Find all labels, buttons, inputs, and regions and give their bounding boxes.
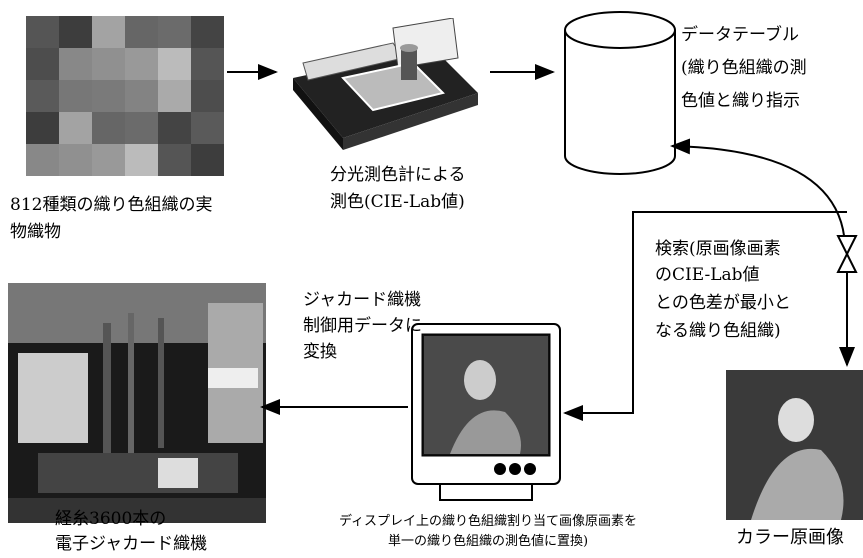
fabric-label-line2: 物織物 [10, 222, 61, 242]
fabric-swatch [125, 16, 159, 49]
fabric-swatch [125, 144, 159, 176]
display-label-line2: 単一の織り色組織の測色値に置換) [387, 534, 589, 549]
fabric-swatch [158, 16, 192, 49]
search-label-line3: との色差が最小と [655, 293, 791, 313]
search-label-line1: 検索(原画像画素 [655, 239, 781, 259]
loom-label-line1: 経糸3600本の [55, 509, 167, 529]
fabric-swatch [158, 112, 192, 145]
original-image-label: カラー原画像 [736, 527, 844, 548]
search-label-line4: なる織り色組織) [655, 321, 781, 341]
fabric-swatch [59, 112, 93, 145]
fabric-swatch [191, 16, 224, 49]
fabric-sample-grid [26, 16, 224, 176]
fabric-swatch [158, 144, 192, 176]
fabric-swatch [26, 144, 60, 176]
display-label-line1: ディスプレイ上の織り色組織割り当て画像原画素を [338, 514, 638, 529]
search-label-line2: のCIE-Lab値 [655, 265, 760, 285]
fabric-swatch [59, 48, 93, 81]
fabric-swatch [92, 112, 126, 145]
table-label-line2: (織り色組織の測 [681, 58, 807, 78]
fabric-swatch [191, 48, 224, 81]
fabric-swatch [59, 144, 93, 176]
convert-label-line1: ジャカード織機 [303, 290, 422, 310]
original-image-photo [726, 370, 863, 520]
fabric-swatch [158, 48, 192, 81]
spectro-label-line2: 測色(CIE-Lab値) [330, 192, 465, 212]
fabric-swatch [92, 144, 126, 176]
fabric-swatch [26, 48, 60, 81]
fabric-swatch [191, 144, 224, 176]
database-cylinder [564, 11, 676, 175]
loom-label-line2: 電子ジャカード織機 [55, 534, 208, 554]
table-label-line3: 色値と織り指示 [681, 91, 800, 111]
fabric-swatch [125, 112, 159, 145]
display-monitor [411, 323, 561, 501]
fabric-swatch [26, 112, 60, 145]
fabric-swatch [191, 112, 224, 145]
jacquard-loom-photo [8, 283, 266, 523]
spectrophotometer-image [293, 18, 478, 150]
convert-label-line2: 制御用データに [303, 316, 422, 336]
fabric-swatch [59, 16, 93, 49]
fabric-swatch [191, 80, 224, 113]
fabric-label-line1: 812種類の織り色組織の実 [10, 195, 213, 215]
fabric-swatch [125, 80, 159, 113]
fabric-swatch [26, 16, 60, 49]
fabric-swatch [92, 80, 126, 113]
table-label-line1: データテーブル [681, 25, 799, 45]
fabric-swatch [59, 80, 93, 113]
fabric-swatch [92, 48, 126, 81]
convert-label-line3: 変換 [303, 342, 337, 362]
fabric-swatch [92, 16, 126, 49]
fabric-swatch [26, 80, 60, 113]
fabric-swatch [158, 80, 192, 113]
spectro-label-line1: 分光測色計による [330, 165, 466, 185]
fabric-swatch [125, 48, 159, 81]
